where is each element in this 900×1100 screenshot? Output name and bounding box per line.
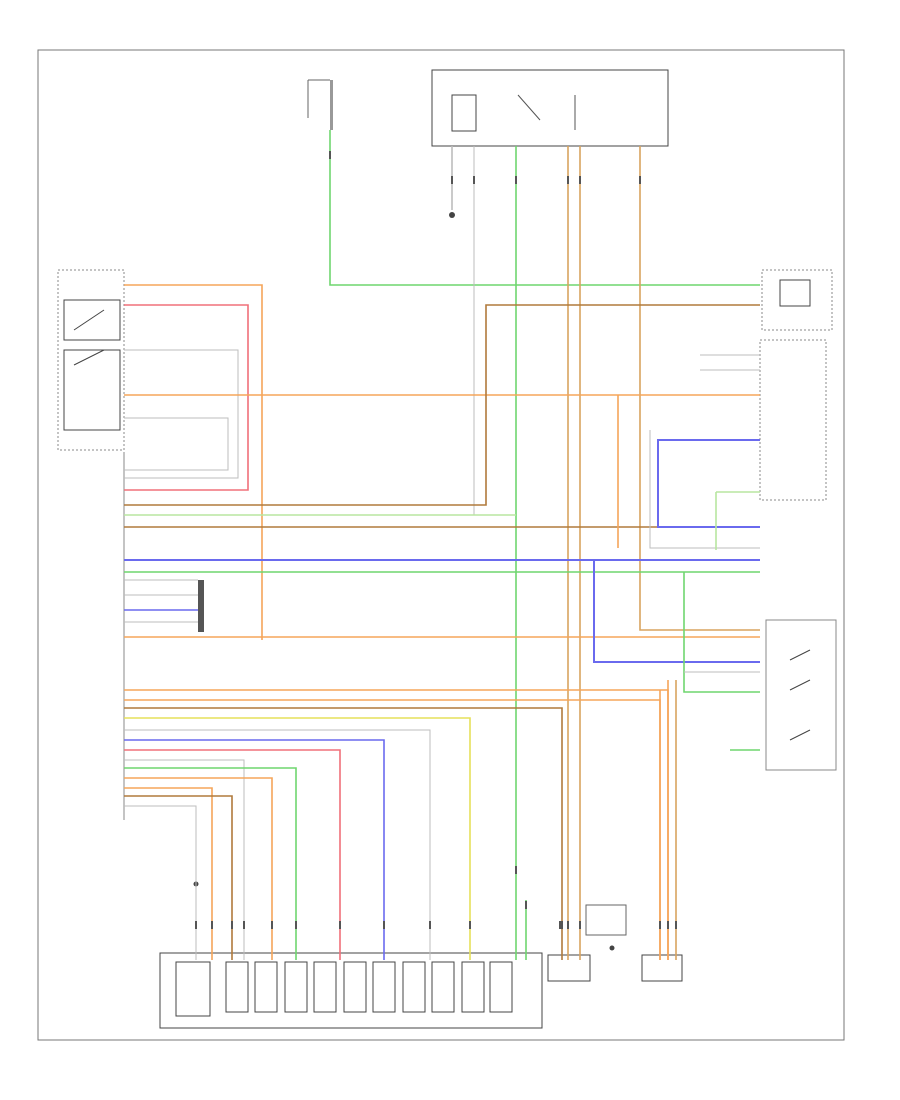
wire-29 <box>683 572 760 693</box>
terminal-marker <box>451 176 453 184</box>
wire-10 <box>124 349 239 479</box>
wire-8 <box>124 284 263 640</box>
wire-46 <box>124 805 197 960</box>
right-mid-switch-block <box>759 339 827 501</box>
wire-44 <box>124 787 213 960</box>
wire-12 <box>124 417 229 471</box>
terminal-marker <box>567 176 569 184</box>
terminal-marker <box>295 921 297 929</box>
wire-9 <box>124 304 249 491</box>
terminal-marker <box>243 921 245 929</box>
wire-45 <box>124 795 233 960</box>
wire-28 <box>593 560 760 663</box>
wire-37 <box>124 717 471 960</box>
terminal-marker <box>525 901 527 909</box>
terminal-markers <box>195 151 677 929</box>
terminal-marker <box>429 921 431 929</box>
top-fuse-relay-box <box>431 69 669 147</box>
solenoid-valve-block <box>159 952 543 1029</box>
terminal-marker <box>473 176 475 184</box>
top-left-fuse <box>307 79 333 130</box>
top-ground-symbol <box>449 212 455 218</box>
terminal-marker <box>515 866 517 874</box>
terminal-marker <box>339 921 341 929</box>
terminal-marker <box>211 921 213 929</box>
terminal-marker <box>383 921 385 929</box>
transmission-range-switch <box>765 619 837 771</box>
wire-1 <box>329 130 760 286</box>
terminal-marker <box>271 921 273 929</box>
terminal-marker <box>231 921 233 929</box>
wire-39 <box>124 739 385 960</box>
terminal-marker <box>559 921 561 929</box>
wire-38 <box>124 729 431 960</box>
wire-7 <box>639 146 760 631</box>
data-link-connector <box>198 580 204 632</box>
wire-36 <box>124 707 563 960</box>
terminal-marker <box>515 176 517 184</box>
wire-23 <box>657 439 760 528</box>
wire-43 <box>124 777 273 960</box>
terminal-marker <box>579 176 581 184</box>
wire-24 <box>649 430 760 549</box>
terminal-marker <box>579 921 581 929</box>
center-speed-sensor <box>585 904 627 951</box>
terminal-marker <box>659 921 661 929</box>
terminal-marker <box>195 921 197 929</box>
terminal-marker <box>567 921 569 929</box>
input-speed-sensor <box>547 954 591 982</box>
terminal-marker <box>675 921 677 929</box>
wire-harness <box>124 130 760 960</box>
terminal-marker <box>639 176 641 184</box>
wire-42 <box>124 767 297 960</box>
wire-41 <box>124 759 245 960</box>
output-speed-sensor <box>641 954 683 982</box>
terminal-marker <box>667 921 669 929</box>
right-upper-switch <box>761 269 833 331</box>
wire-40 <box>124 749 341 960</box>
diagram-border <box>37 49 845 1041</box>
terminal-marker <box>561 921 563 929</box>
wire-13 <box>124 304 760 506</box>
terminal-marker <box>469 921 471 929</box>
terminal-marker <box>329 151 331 159</box>
select-switch-block <box>57 269 125 451</box>
